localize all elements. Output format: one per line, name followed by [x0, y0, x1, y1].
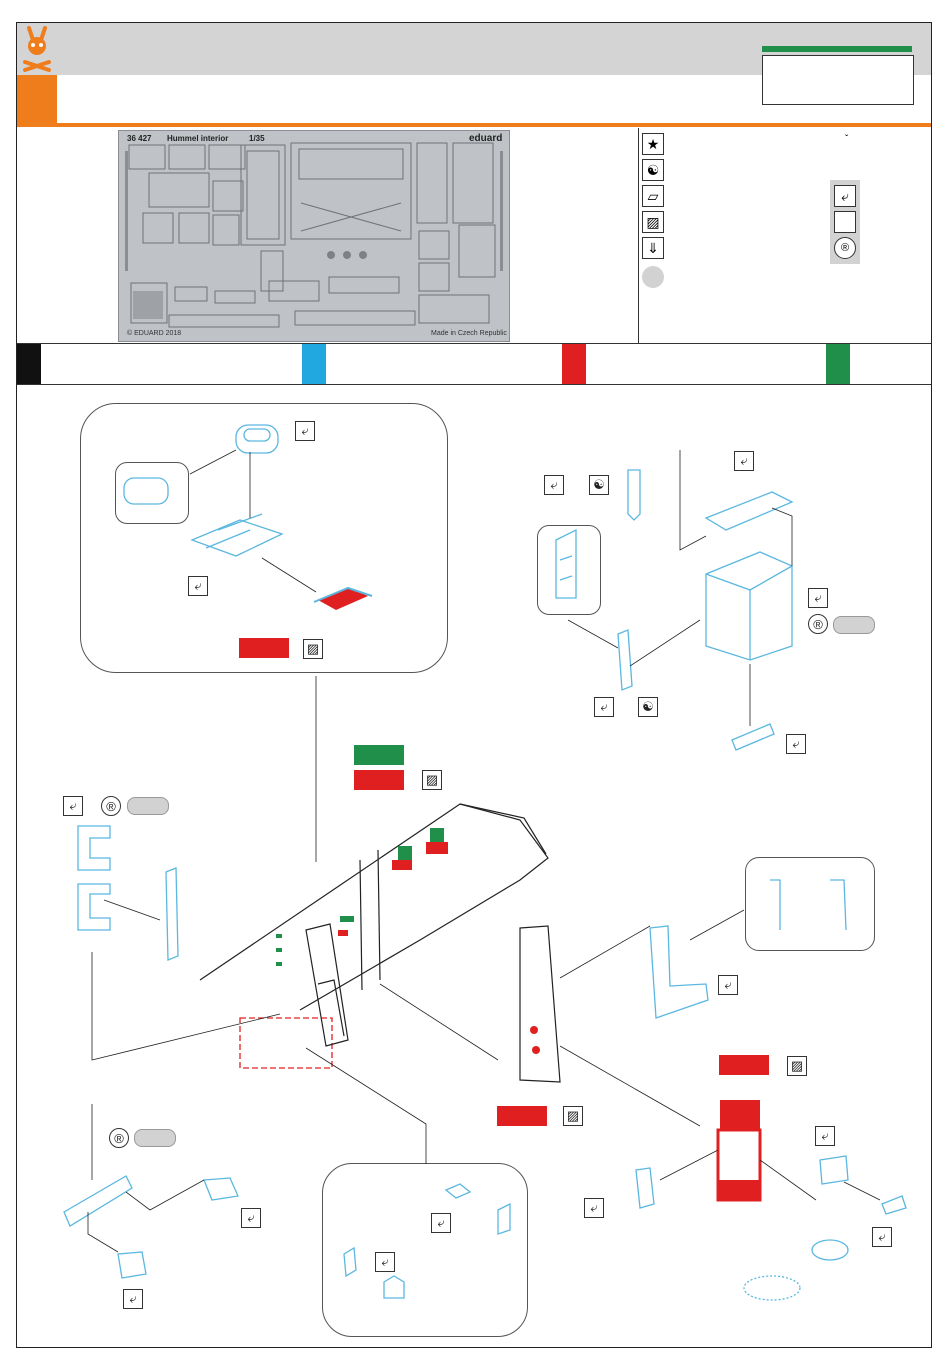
assembly-drawing — [0, 0, 950, 1360]
